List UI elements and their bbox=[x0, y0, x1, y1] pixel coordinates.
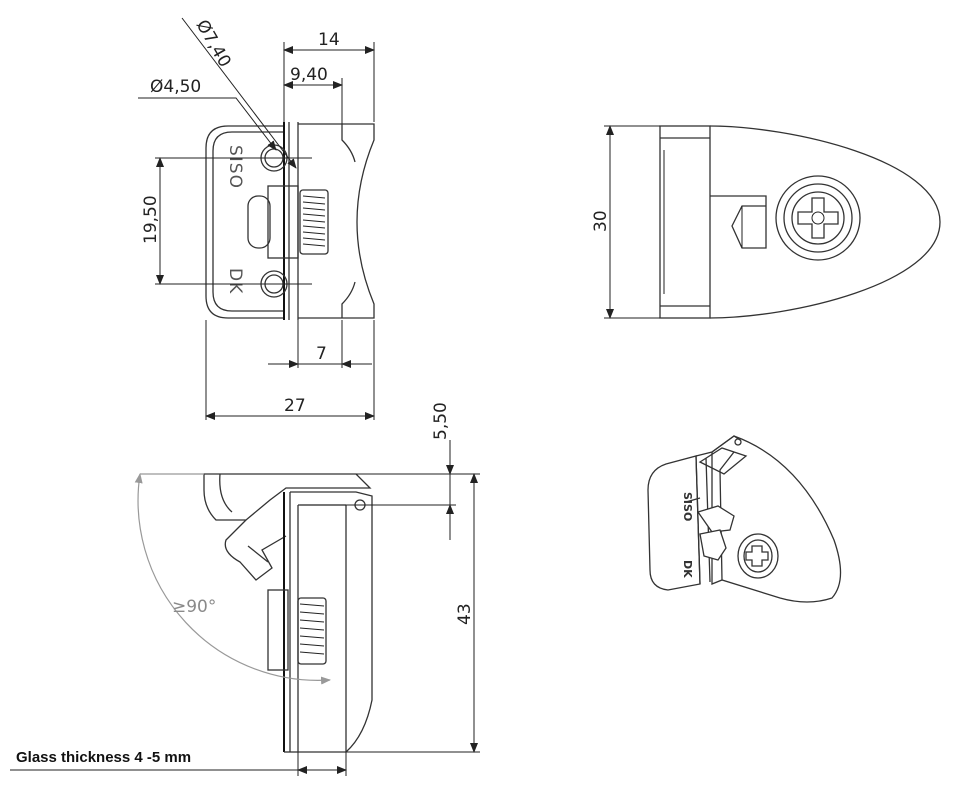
brand-dk-front: DK bbox=[225, 268, 245, 294]
dim-7: 7 bbox=[316, 344, 327, 364]
glass-thickness-caption: Glass thickness 4 -5 mm bbox=[16, 749, 191, 766]
bottom-view: ≥90° bbox=[134, 473, 373, 753]
bottom-thread-lines bbox=[299, 603, 325, 655]
angle-label: ≥90° bbox=[172, 597, 216, 617]
dim-43: 43 bbox=[455, 603, 475, 625]
isometric-view: SISO DK bbox=[647, 435, 842, 603]
dim-diameter-7-40: Ø7,40 bbox=[192, 17, 235, 71]
dim-14: 14 bbox=[318, 30, 340, 50]
dim-27: 27 bbox=[284, 396, 306, 416]
side-view bbox=[659, 125, 941, 319]
brand-siso-front: SISO bbox=[225, 145, 245, 189]
dim-5-50: 5,50 bbox=[431, 402, 451, 440]
thread-lines bbox=[302, 195, 326, 247]
dim-diameter-4-50: Ø4,50 bbox=[150, 77, 201, 97]
dim-9-40: 9,40 bbox=[290, 65, 328, 85]
front-view: SISO DK bbox=[205, 122, 375, 320]
brand-siso-iso: SISO bbox=[681, 492, 694, 521]
dim-19-50: 19,50 bbox=[141, 195, 161, 244]
bottom-view-dimensions: 5,50 43 bbox=[10, 402, 480, 776]
side-view-dimensions: 30 bbox=[591, 125, 660, 319]
brand-dk-iso: DK bbox=[681, 560, 694, 578]
dim-30: 30 bbox=[591, 210, 611, 232]
front-view-dimensions: 14 9,40 Ø4,50 Ø7,40 19,50 7 27 bbox=[138, 17, 375, 420]
